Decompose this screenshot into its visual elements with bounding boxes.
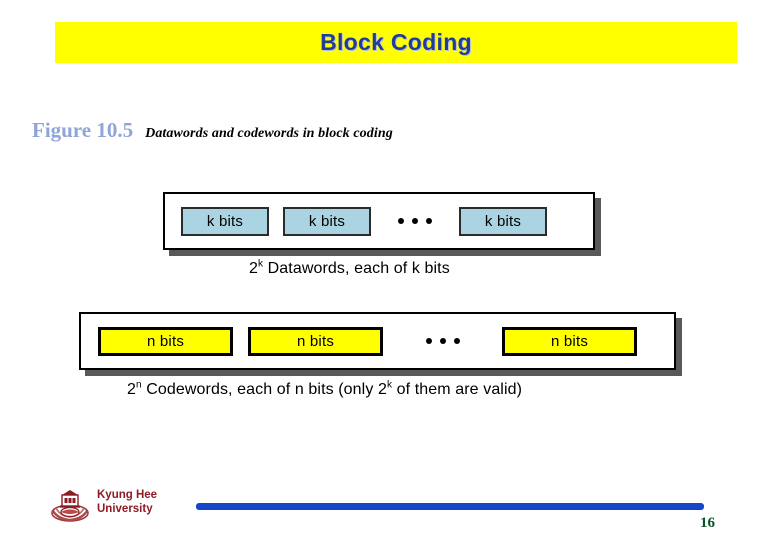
codewords-caption-base: 2	[127, 381, 136, 398]
codeword-cell-1: n bits	[98, 326, 233, 356]
codewords-cell-strip: n bits n bits n bits	[79, 312, 676, 370]
datawords-caption: 2k Datawords, each of k bits	[249, 258, 450, 278]
dataword-cell-2: k bits	[283, 206, 371, 236]
dataword-cell-1: k bits	[181, 206, 269, 236]
ellipsis-dot	[439, 338, 446, 344]
datawords-cell-strip: k bits k bits k bits	[163, 192, 595, 250]
page-number: 16	[700, 515, 715, 531]
codeword-cell-2: n bits	[248, 326, 383, 356]
footer-divider-bar	[196, 503, 704, 510]
codewords-ellipsis-icon	[383, 338, 502, 344]
dataword-cell-3: k bits	[459, 206, 547, 236]
kyung-hee-crest-icon	[50, 486, 90, 526]
slide-title-banner: Block Coding	[55, 22, 737, 63]
figure-title: Datawords and codewords in block coding	[145, 126, 393, 141]
figure-caption: Figure 10.5 Datawords and codewords in b…	[32, 118, 393, 143]
university-name-line2: University	[97, 503, 153, 515]
codewords-caption-exponent: n	[136, 379, 142, 391]
codeword-cell-3: n bits	[502, 326, 637, 356]
ellipsis-dot	[412, 218, 418, 224]
codewords-caption-text: of them are valid)	[392, 381, 523, 398]
ellipsis-dot	[425, 338, 432, 344]
page-title: Block Coding	[320, 29, 472, 55]
datawords-caption-text: Datawords, each of k bits	[263, 260, 450, 277]
datawords-caption-base: 2	[249, 260, 258, 277]
datawords-ellipsis-icon	[371, 218, 459, 224]
ellipsis-dot	[398, 218, 404, 224]
ellipsis-dot	[426, 218, 432, 224]
university-name: Kyung Hee University	[97, 488, 157, 516]
codewords-caption-exponent-2: k	[386, 379, 393, 391]
university-name-line1: Kyung Hee	[97, 489, 158, 501]
datawords-row: k bits k bits k bits	[163, 192, 595, 250]
ellipsis-dot	[453, 338, 460, 344]
codewords-caption: 2n Codewords, each of n bits (only 2k of…	[127, 379, 523, 399]
figure-number: Figure 10.5	[32, 118, 134, 142]
codewords-caption-mid: Codewords, each of n bits (only 2	[141, 381, 387, 398]
codewords-row: n bits n bits n bits	[79, 312, 676, 370]
datawords-caption-exponent: k	[258, 258, 264, 270]
